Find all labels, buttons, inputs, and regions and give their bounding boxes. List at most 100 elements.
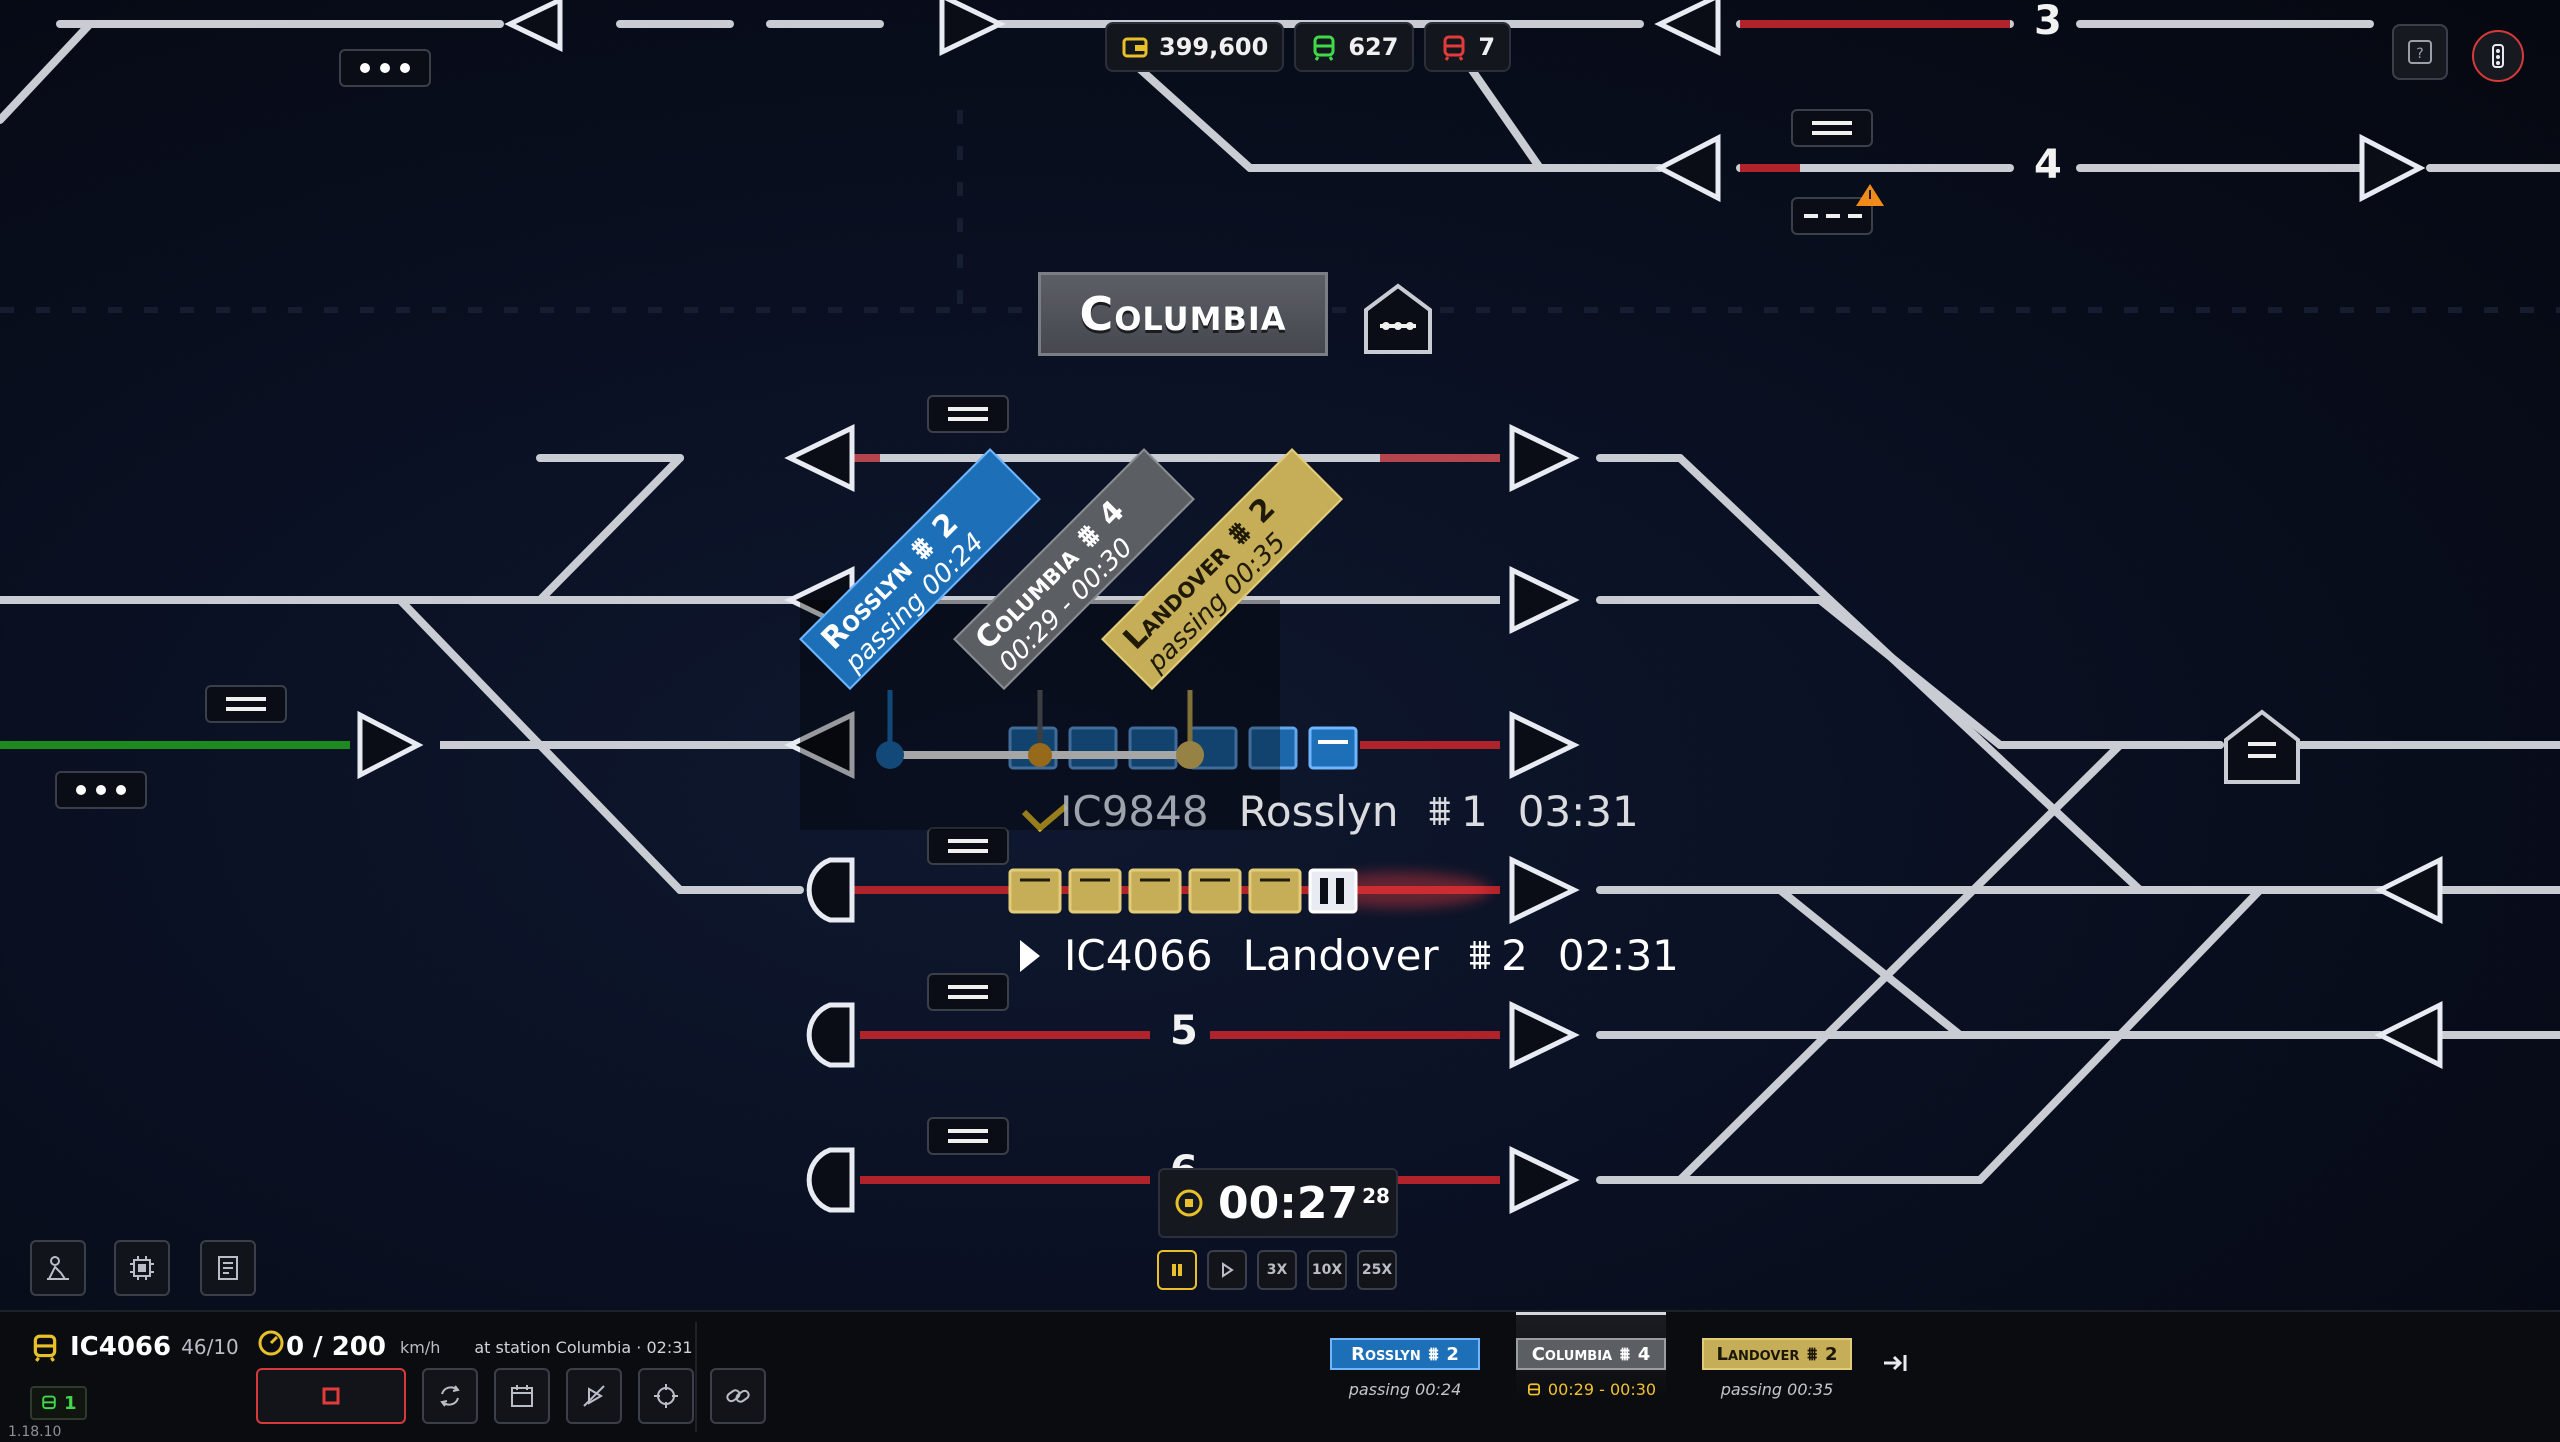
play-button[interactable] [1207, 1250, 1247, 1290]
platform-number: 2 [1501, 930, 1528, 980]
train-red-icon [1443, 35, 1465, 61]
crosshair-icon [654, 1384, 678, 1408]
stop-info: passing 00:35 [1720, 1380, 1834, 1399]
pause-icon [1172, 1264, 1182, 1276]
speed-info: 0 / 200 km/h at station Columbia · 02:31 [256, 1330, 693, 1362]
train-yellow-icon [1527, 1382, 1540, 1395]
notes-tool-button[interactable] [200, 1240, 256, 1296]
speed-unit: km/h [399, 1337, 441, 1357]
station-name-label[interactable]: Columbia [1038, 272, 1328, 356]
crew-badge: 1 [30, 1386, 87, 1420]
no-signal-icon [583, 1385, 605, 1407]
speed-10x-button[interactable]: 10X [1307, 1250, 1347, 1290]
trains-bad-counter: 7 [1424, 22, 1512, 72]
stop-name: Landover [1716, 1343, 1800, 1365]
stop-platform: 2 [1824, 1343, 1838, 1365]
selected-train-cars: 46/10 [181, 1335, 239, 1359]
stop-button[interactable] [256, 1368, 406, 1424]
train-platform: ⩩ 2 [1469, 930, 1528, 980]
couple-button[interactable] [710, 1368, 766, 1424]
clock-time: 00:27 [1218, 1177, 1359, 1229]
platform-number: 1 [1460, 786, 1488, 836]
stop-badge: Rosslyn ⩩ 2 [1330, 1338, 1480, 1370]
locate-button[interactable] [638, 1368, 694, 1424]
train-green-icon [1313, 35, 1335, 61]
signal-mode-button[interactable] [2472, 30, 2524, 82]
reverse-button[interactable] [422, 1368, 478, 1424]
document-icon [218, 1256, 238, 1280]
train-info-panel: IC4066 46/10 1 1.18.10 0 / 200 km/h at s… [0, 1310, 2560, 1442]
track-number-6: 6 [1170, 1148, 1198, 1170]
stop-columbia[interactable]: Columbia ⩩ 4 00:29 - 00:30 [1516, 1312, 1666, 1399]
skip-signal-button[interactable] [566, 1368, 622, 1424]
pause-button[interactable] [1157, 1250, 1197, 1290]
stop-name: Columbia [1531, 1343, 1613, 1365]
construction-worker-icon [47, 1256, 69, 1280]
svg-text:?: ? [2416, 46, 2423, 62]
trains-ok-value: 627 [1348, 33, 1399, 61]
train-time: 03:31 [1517, 786, 1639, 836]
speed-controls: 3X 10X 25X [1157, 1250, 1397, 1290]
stop-name: Rosslyn [1351, 1343, 1421, 1365]
track-map[interactable] [0, 0, 2560, 1310]
panel-divider [695, 1322, 697, 1432]
station-house-icon[interactable] [1362, 280, 1434, 356]
trains-bad-value: 7 [1478, 33, 1496, 61]
train-label-ic9848[interactable]: IC9848 Rosslyn ⩩ 1 03:31 [1060, 786, 1639, 836]
help-button[interactable]: ? [2392, 24, 2448, 80]
route-stops: Rosslyn ⩩ 2 passing 00:24 Columbia ⩩ 4 0… [1330, 1312, 1852, 1399]
chip-icon [130, 1256, 154, 1280]
resource-bar: 399,600 627 7 [1105, 22, 1512, 72]
stop-platform: 2 [1446, 1343, 1459, 1365]
stop-landover[interactable]: Landover ⩩ 2 passing 00:35 [1702, 1338, 1852, 1399]
money-counter: 399,600 [1105, 22, 1285, 72]
clock-icon [1175, 1189, 1203, 1217]
play-icon [1222, 1262, 1234, 1278]
train-dest: Rosslyn [1238, 786, 1399, 836]
stop-info: 00:29 - 00:30 [1547, 1380, 1657, 1399]
train-id: IC4066 [1064, 930, 1213, 980]
platform-icon: ⩩ [1807, 1343, 1817, 1365]
track-number-4: 4 [2034, 142, 2062, 188]
speedometer-icon [258, 1330, 284, 1356]
train-actions [256, 1368, 766, 1424]
selected-train-header[interactable]: IC4066 46/10 [30, 1332, 239, 1362]
money-value: 399,600 [1159, 33, 1269, 61]
schedule-button[interactable] [494, 1368, 550, 1424]
game-clock: 00:27 28 [1158, 1168, 1398, 1238]
train-id: IC9848 [1060, 786, 1209, 836]
speed-3x-button[interactable]: 3X [1257, 1250, 1297, 1290]
train-platform: ⩩ 1 [1429, 786, 1488, 836]
track-number-5: 5 [1170, 1008, 1198, 1054]
stop-rosslyn[interactable]: Rosslyn ⩩ 2 passing 00:24 [1330, 1338, 1480, 1399]
traffic-light-icon [2492, 44, 2504, 68]
speed-25x-button[interactable]: 25X [1357, 1250, 1397, 1290]
build-tool-button[interactable] [30, 1240, 86, 1296]
selected-train-id: IC4066 [70, 1332, 172, 1362]
stop-badge: Columbia ⩩ 4 [1516, 1338, 1666, 1370]
trains-ok-counter: 627 [1294, 22, 1415, 72]
track-number-3: 3 [2034, 0, 2062, 44]
version-label: 1.18.10 [8, 1424, 62, 1440]
train-time: 02:31 [1557, 930, 1679, 980]
train-yellow-icon [33, 1334, 57, 1362]
chip-tool-button[interactable] [114, 1240, 170, 1296]
wallet-icon [1122, 37, 1148, 58]
train-label-ic4066[interactable]: IC4066 Landover ⩩ 2 02:31 [1064, 930, 1679, 980]
refresh-icon [440, 1385, 460, 1407]
train-green-icon [42, 1395, 56, 1410]
train-dest: Landover [1242, 930, 1439, 980]
platform-icon: ⩩ [1428, 786, 1451, 835]
help-icon: ? [2408, 40, 2432, 64]
stop-platform: 4 [1637, 1343, 1651, 1365]
calendar-icon [511, 1385, 533, 1407]
stop-icon [322, 1387, 340, 1405]
route-end-icon[interactable] [1880, 1348, 1910, 1378]
clock-seconds: 28 [1362, 1184, 1390, 1208]
stop-badge: Landover ⩩ 2 [1702, 1338, 1852, 1370]
stop-info-row: 00:29 - 00:30 [1526, 1380, 1656, 1399]
crew-count: 1 [64, 1392, 77, 1414]
platform-icon: ⩩ [1620, 1343, 1630, 1365]
speed-value: 0 / 200 [286, 1332, 386, 1362]
link-icon [726, 1389, 750, 1403]
